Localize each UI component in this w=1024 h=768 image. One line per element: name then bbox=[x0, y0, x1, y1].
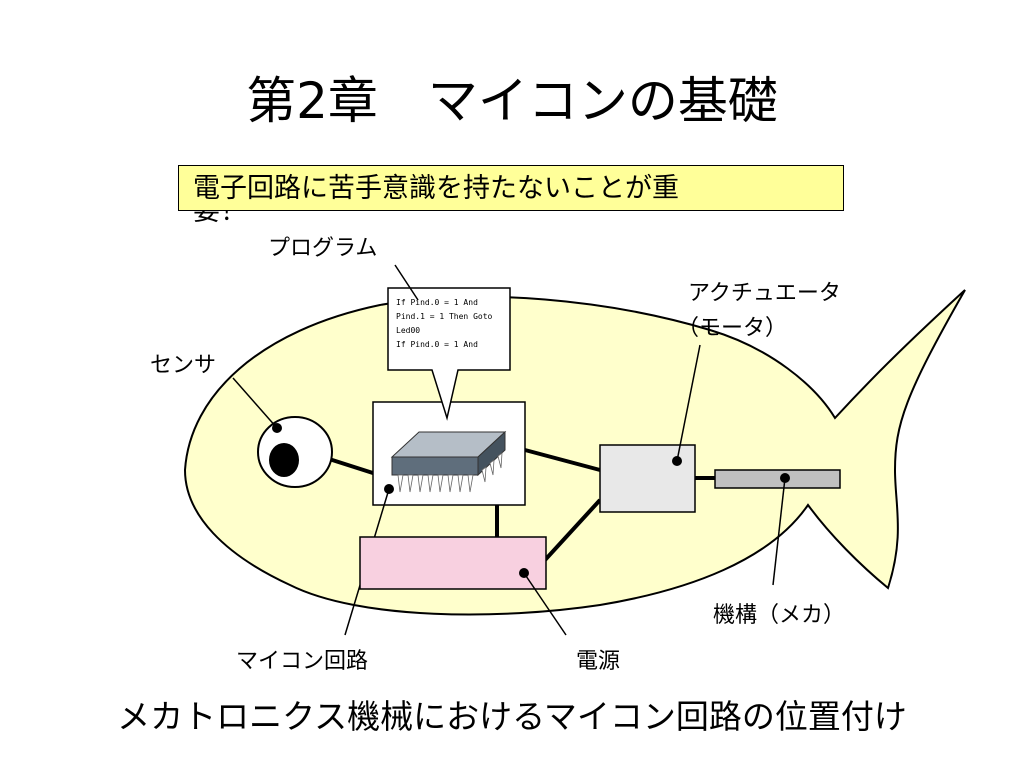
chip-icon bbox=[390, 430, 507, 493]
code-line-2: Pind.1 = 1 Then Goto bbox=[396, 312, 493, 321]
sensor-pupil bbox=[269, 443, 299, 477]
micro-circuit-label: マイコン回路 bbox=[236, 649, 368, 674]
circuit-to-actuator-line bbox=[524, 448, 601, 472]
warning-note: 電子回路に苦手意識を持たないことが重 bbox=[178, 165, 844, 211]
code-line-1: If Pind.0 = 1 And bbox=[396, 298, 478, 307]
power-box bbox=[359, 536, 547, 590]
actuator-label-line1: アクチュエータ bbox=[688, 281, 841, 306]
sensor-to-circuit-line bbox=[325, 456, 377, 476]
warning-note-overflow: 要！ bbox=[193, 211, 253, 225]
mechanism-label: 機構（メカ） bbox=[713, 603, 845, 628]
diagram-caption: メカトロニクス機械におけるマイコン回路の位置付け bbox=[117, 697, 907, 736]
actuator-box bbox=[599, 444, 696, 513]
program-label: プログラム bbox=[268, 236, 377, 261]
code-line-3: Led00 bbox=[396, 326, 420, 335]
mechanism-bar bbox=[714, 469, 841, 489]
sensor-label: センサ bbox=[150, 353, 216, 378]
actuator-label-line2: （モータ） bbox=[677, 316, 787, 341]
slide-title: 第2章 マイコンの基礎 bbox=[246, 72, 778, 130]
code-line-4: If Pind.0 = 1 And bbox=[396, 340, 478, 349]
power-to-actuator-line bbox=[543, 498, 602, 562]
program-bubble bbox=[387, 287, 511, 421]
power-label: 電源 bbox=[576, 649, 620, 674]
